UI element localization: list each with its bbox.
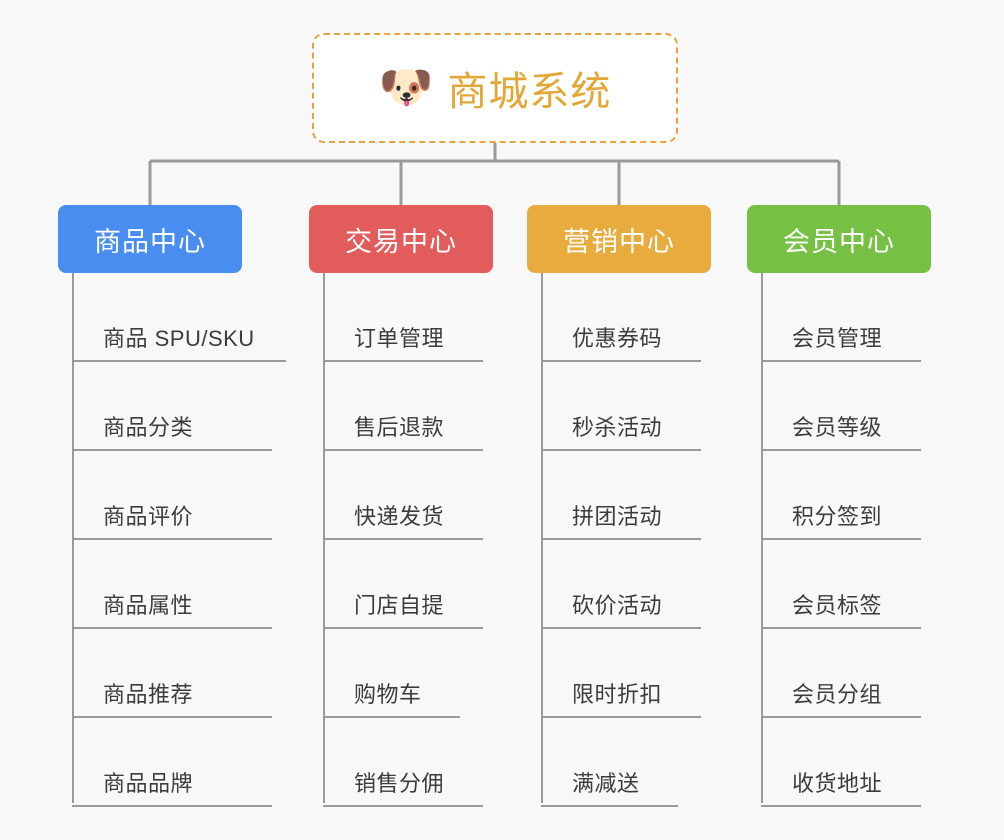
list-item[interactable]: 收货地址 <box>761 718 921 807</box>
list-item[interactable]: 满减送 <box>541 718 678 807</box>
category-box-trade-center[interactable]: 交易中心 <box>309 205 493 273</box>
leaf-label: 购物车 <box>354 682 422 707</box>
list-item[interactable]: 商品评价 <box>72 451 272 540</box>
list-item[interactable]: 会员分组 <box>761 629 921 718</box>
list-item[interactable]: 订单管理 <box>323 273 483 362</box>
category-label: 商品中心 <box>94 226 206 257</box>
category-label: 会员中心 <box>783 226 895 257</box>
root-title: 商城系统 <box>447 70 612 114</box>
leaf-label: 销售分佣 <box>354 771 445 796</box>
leaf-label: 商品评价 <box>103 504 194 529</box>
root-node[interactable]: 🐶 商城系统 <box>312 33 678 143</box>
leaf-label: 收货地址 <box>792 771 883 796</box>
leaf-label: 拼团活动 <box>572 504 663 529</box>
leaf-label: 优惠券码 <box>572 326 663 351</box>
branch-product-center: 商品中心 商品 SPU/SKU 商品分类 商品评价 商品属性 商品推荐 商品品牌 <box>58 205 286 807</box>
shiba-dog-face-icon: 🐶 <box>378 63 434 112</box>
leaf-label: 会员等级 <box>792 415 883 440</box>
leaf-list-trade-center: 订单管理 售后退款 快递发货 门店自提 购物车 销售分佣 <box>309 273 493 807</box>
leaf-label: 限时折扣 <box>572 682 663 707</box>
leaf-list-member-center: 会员管理 会员等级 积分签到 会员标签 会员分组 收货地址 <box>747 273 931 807</box>
list-item[interactable]: 商品分类 <box>72 362 272 451</box>
category-box-member-center[interactable]: 会员中心 <box>747 205 931 273</box>
leaf-label: 会员分组 <box>792 682 883 707</box>
leaf-list-product-center: 商品 SPU/SKU 商品分类 商品评价 商品属性 商品推荐 商品品牌 <box>58 273 286 807</box>
leaf-label: 订单管理 <box>354 326 445 351</box>
list-item[interactable]: 门店自提 <box>323 540 483 629</box>
list-item[interactable]: 会员标签 <box>761 540 921 629</box>
category-label: 营销中心 <box>563 226 675 257</box>
leaf-label: 商品分类 <box>103 415 194 440</box>
leaf-label: 秒杀活动 <box>572 415 663 440</box>
leaf-label: 会员标签 <box>792 593 883 618</box>
branch-member-center: 会员中心 会员管理 会员等级 积分签到 会员标签 会员分组 收货地址 <box>747 205 931 807</box>
list-item[interactable]: 商品推荐 <box>72 629 272 718</box>
branch-trade-center: 交易中心 订单管理 售后退款 快递发货 门店自提 购物车 销售分佣 <box>309 205 493 807</box>
leaf-label: 商品推荐 <box>103 682 194 707</box>
leaf-label: 售后退款 <box>354 415 445 440</box>
list-item[interactable]: 拼团活动 <box>541 451 701 540</box>
list-item[interactable]: 商品品牌 <box>72 718 272 807</box>
list-item[interactable]: 快递发货 <box>323 451 483 540</box>
leaf-label: 商品品牌 <box>103 771 194 796</box>
list-item[interactable]: 会员等级 <box>761 362 921 451</box>
leaf-label: 积分签到 <box>792 504 883 529</box>
list-item[interactable]: 购物车 <box>323 629 460 718</box>
category-label: 交易中心 <box>345 226 457 257</box>
category-box-product-center[interactable]: 商品中心 <box>58 205 242 273</box>
list-item[interactable]: 会员管理 <box>761 273 921 362</box>
list-item[interactable]: 售后退款 <box>323 362 483 451</box>
list-item[interactable]: 砍价活动 <box>541 540 701 629</box>
leaf-label: 会员管理 <box>792 326 883 351</box>
list-item[interactable]: 商品 SPU/SKU <box>72 273 286 362</box>
category-box-marketing-center[interactable]: 营销中心 <box>527 205 711 273</box>
leaf-label: 砍价活动 <box>572 593 663 618</box>
list-item[interactable]: 商品属性 <box>72 540 272 629</box>
leaf-list-marketing-center: 优惠券码 秒杀活动 拼团活动 砍价活动 限时折扣 满减送 <box>527 273 711 807</box>
leaf-label: 满减送 <box>572 771 640 796</box>
list-item[interactable]: 限时折扣 <box>541 629 701 718</box>
leaf-label: 门店自提 <box>354 593 445 618</box>
leaf-label: 商品属性 <box>103 593 194 618</box>
list-item[interactable]: 销售分佣 <box>323 718 483 807</box>
branch-marketing-center: 营销中心 优惠券码 秒杀活动 拼团活动 砍价活动 限时折扣 满减送 <box>527 205 711 807</box>
list-item[interactable]: 秒杀活动 <box>541 362 701 451</box>
list-item[interactable]: 积分签到 <box>761 451 921 540</box>
list-item[interactable]: 优惠券码 <box>541 273 701 362</box>
leaf-label: 快递发货 <box>354 504 445 529</box>
leaf-label: 商品 SPU/SKU <box>103 326 255 351</box>
